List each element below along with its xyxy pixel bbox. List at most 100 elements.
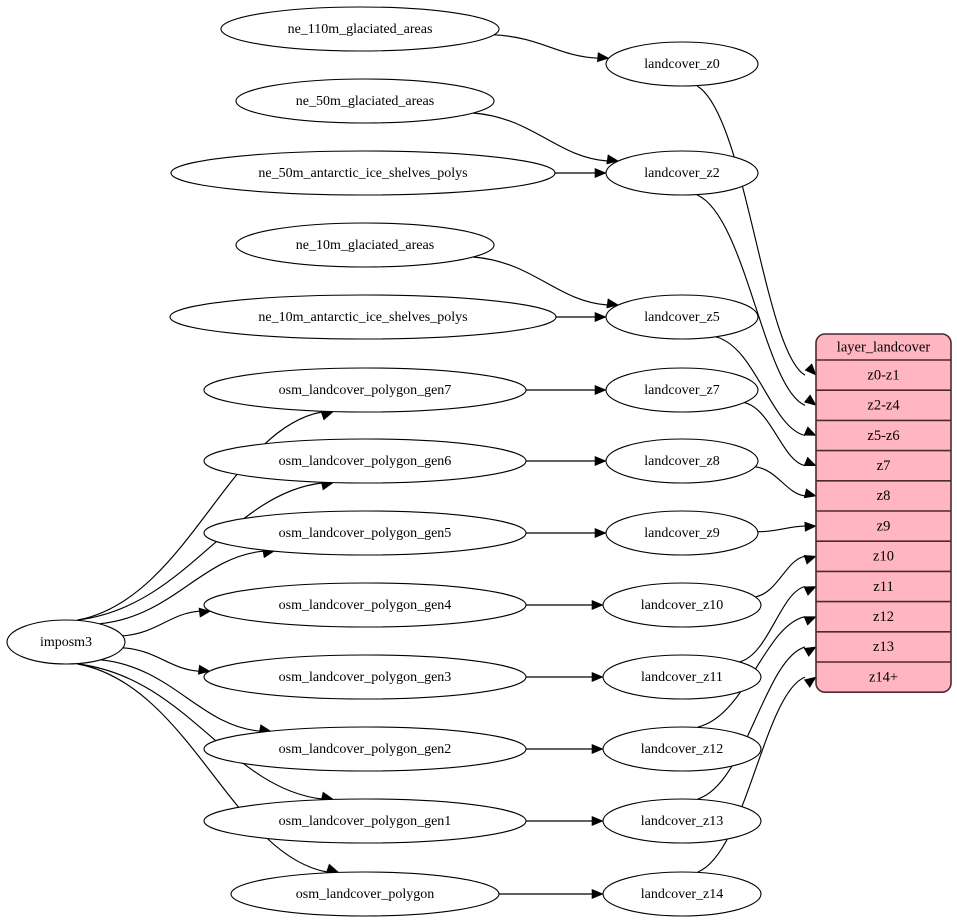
node-imposm3[interactable]: imposm3 <box>6 619 126 665</box>
arrow-head <box>803 676 817 688</box>
node-label-landcover_z12: landcover_z12 <box>641 742 723 757</box>
node-landcover_z12[interactable]: landcover_z12 <box>602 726 762 772</box>
node-label-osm_landcover_polygon_gen7: osm_landcover_polygon_gen7 <box>279 383 452 398</box>
arrow-head <box>803 555 817 565</box>
arrow-head <box>594 384 607 396</box>
node-label-landcover_z13: landcover_z13 <box>641 814 723 829</box>
edge-landcover_z9-to-row-z9 <box>757 525 806 533</box>
layer-table-label-row-z12: z12 <box>873 609 894 625</box>
node-label-landcover_z5: landcover_z5 <box>644 310 719 325</box>
node-ne_50m_glaciated_areas[interactable]: ne_50m_glaciated_areas <box>235 78 495 124</box>
arrow-head <box>591 671 604 683</box>
node-ne_50m_antarctic_ice_shelves_polys[interactable]: ne_50m_antarctic_ice_shelves_polys <box>170 150 556 196</box>
edge-imposm3-to-osm_landcover_polygon_gen1 <box>77 663 322 800</box>
arrow-head <box>803 646 817 657</box>
layer-table-label-row-z7: z7 <box>877 458 891 474</box>
nodes-layer: ne_110m_glaciated_areas ne_50m_glaciated_… <box>6 6 762 917</box>
node-ne_110m_glaciated_areas[interactable]: ne_110m_glaciated_areas <box>220 6 500 52</box>
arrow-head <box>594 167 607 179</box>
node-landcover_z13[interactable]: landcover_z13 <box>602 798 762 844</box>
layer-table-label-row-z10: z10 <box>873 549 894 565</box>
node-label-ne_10m_glaciated_areas: ne_10m_glaciated_areas <box>296 238 434 253</box>
arrow-head <box>594 455 607 467</box>
node-landcover_z11[interactable]: landcover_z11 <box>602 654 762 700</box>
node-label-osm_landcover_polygon_gen3: osm_landcover_polygon_gen3 <box>279 670 452 685</box>
node-osm_landcover_polygon_gen6[interactable]: osm_landcover_polygon_gen6 <box>203 438 527 484</box>
layer-table-label-row-z11: z11 <box>873 579 893 595</box>
edge-imposm3-to-osm_landcover_polygon_gen2 <box>100 659 260 732</box>
layer-table-label-row-z0-z1: z0-z1 <box>867 367 899 383</box>
node-landcover_z8[interactable]: landcover_z8 <box>605 438 759 484</box>
node-label-landcover_z10: landcover_z10 <box>641 598 723 613</box>
node-label-ne_110m_glaciated_areas: ne_110m_glaciated_areas <box>288 22 433 37</box>
edge-ne_50m_glaciated_areas-to-landcover_z2 <box>473 112 608 162</box>
edge-imposm3-to-osm_landcover_polygon_gen7 <box>77 411 322 621</box>
arrow-head <box>320 410 334 421</box>
edge-landcover_z10-to-row-z10 <box>755 555 806 598</box>
node-shape-osm_landcover_polygon_gen3 <box>203 654 527 700</box>
node-label-osm_landcover_polygon_gen4: osm_landcover_polygon_gen4 <box>279 598 452 613</box>
node-shape-ne_10m_glaciated_areas <box>235 222 495 268</box>
node-landcover_z5[interactable]: landcover_z5 <box>605 294 759 340</box>
node-ne_10m_glaciated_areas[interactable]: ne_10m_glaciated_areas <box>235 222 495 268</box>
layer-table-row-z2-z4[interactable]: z2-z4 <box>816 389 951 414</box>
node-label-osm_landcover_polygon_gen1: osm_landcover_polygon_gen1 <box>279 814 452 829</box>
node-shape-landcover_z2 <box>605 150 759 196</box>
layer-table-row-z8[interactable]: z8 <box>816 479 951 504</box>
node-shape-osm_landcover_polygon_gen1 <box>203 798 527 844</box>
node-shape-landcover_z0 <box>605 41 759 87</box>
layer-table-row-z11[interactable]: z11 <box>816 570 951 595</box>
arrow-head <box>591 815 604 827</box>
arrow-head <box>325 863 339 874</box>
node-osm_landcover_polygon_gen4[interactable]: osm_landcover_polygon_gen4 <box>203 582 527 628</box>
node-landcover_z0[interactable]: landcover_z0 <box>605 41 759 87</box>
node-shape-landcover_z13 <box>602 798 762 844</box>
arrow-head <box>804 521 817 532</box>
node-shape-landcover_z5 <box>605 294 759 340</box>
layer-table-row-z10[interactable]: z10 <box>816 540 951 565</box>
layer-table-label-row-z13: z13 <box>873 639 894 655</box>
layer-table-row-z7[interactable]: z7 <box>816 449 951 474</box>
node-osm_landcover_polygon_gen2[interactable]: osm_landcover_polygon_gen2 <box>203 726 527 772</box>
layer-table-label-row-z5-z6: z5-z6 <box>867 428 899 444</box>
edge-ne_110m_glaciated_areas-to-landcover_z0 <box>493 34 598 59</box>
node-osm_landcover_polygon_gen5[interactable]: osm_landcover_polygon_gen5 <box>203 510 527 556</box>
node-landcover_z9[interactable]: landcover_z9 <box>605 510 759 556</box>
layer-table-row-z13[interactable]: z13 <box>816 630 951 655</box>
edge-landcover_z0-to-row-z0-z1 <box>696 85 806 376</box>
node-shape-osm_landcover_polygon_gen2 <box>203 726 527 772</box>
node-osm_landcover_polygon[interactable]: osm_landcover_polygon <box>230 871 500 917</box>
node-shape-osm_landcover_polygon_gen4 <box>203 582 527 628</box>
node-shape-ne_50m_antarctic_ice_shelves_polys <box>170 150 556 196</box>
edge-landcover_z7-to-row-z7 <box>744 402 806 467</box>
node-landcover_z10[interactable]: landcover_z10 <box>602 582 762 628</box>
node-landcover_z7[interactable]: landcover_z7 <box>605 367 759 413</box>
layer-table-row-z12[interactable]: z12 <box>816 600 951 625</box>
node-label-landcover_z2: landcover_z2 <box>644 166 719 181</box>
arrow-head <box>804 363 817 376</box>
node-shape-osm_landcover_polygon_gen7 <box>203 367 527 413</box>
arrow-head <box>803 488 817 499</box>
node-osm_landcover_polygon_gen3[interactable]: osm_landcover_polygon_gen3 <box>203 654 527 700</box>
node-landcover_z14[interactable]: landcover_z14 <box>602 871 762 917</box>
arrow-head <box>803 426 817 436</box>
node-shape-landcover_z9 <box>605 510 759 556</box>
edge-landcover_z2-to-row-z2-z4 <box>696 194 806 406</box>
node-osm_landcover_polygon_gen1[interactable]: osm_landcover_polygon_gen1 <box>203 798 527 844</box>
arrow-head <box>803 616 817 626</box>
layer-table-row-z14plus[interactable]: z14+ <box>816 661 951 685</box>
layer-table-label-row-z14plus: z14+ <box>869 669 898 685</box>
node-landcover_z2[interactable]: landcover_z2 <box>605 150 759 196</box>
layer-table-label-row-z8: z8 <box>877 488 891 504</box>
layer-table-row-z5-z6[interactable]: z5-z6 <box>816 419 951 444</box>
layer-table-row-z0-z1[interactable]: z0-z1 <box>816 359 951 383</box>
layer-table-header-label: layer_landcover <box>837 339 931 355</box>
node-shape-landcover_z12 <box>602 726 762 772</box>
node-label-ne_50m_antarctic_ice_shelves_polys: ne_50m_antarctic_ice_shelves_polys <box>258 166 467 181</box>
node-shape-ne_110m_glaciated_areas <box>220 6 500 52</box>
layer-table-row-z9[interactable]: z9 <box>816 510 951 534</box>
node-osm_landcover_polygon_gen7[interactable]: osm_landcover_polygon_gen7 <box>203 367 527 413</box>
node-shape-ne_10m_antarctic_ice_shelves_polys <box>169 294 557 340</box>
node-ne_10m_antarctic_ice_shelves_polys[interactable]: ne_10m_antarctic_ice_shelves_polys <box>169 294 557 340</box>
